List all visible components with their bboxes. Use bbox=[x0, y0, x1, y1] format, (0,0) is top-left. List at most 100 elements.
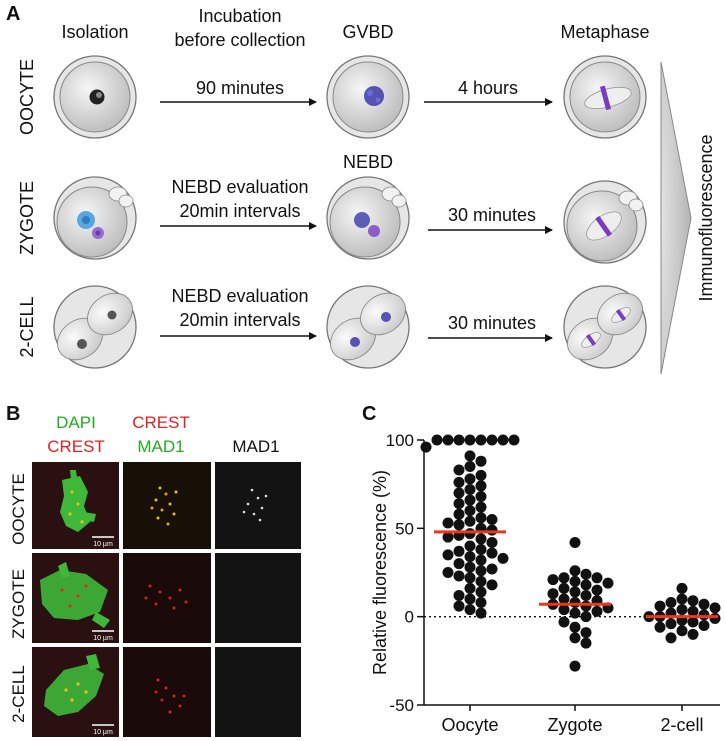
data-point-2-cell bbox=[687, 616, 699, 628]
data-point-oocyte bbox=[475, 480, 487, 492]
data-point-oocyte bbox=[453, 570, 465, 582]
data-point-2-cell bbox=[665, 618, 677, 630]
b-row-label-zygote: ZYGOTE bbox=[9, 569, 28, 639]
data-point-oocyte bbox=[475, 575, 487, 587]
data-point-oocyte bbox=[464, 494, 476, 506]
2cell-isolation-cell bbox=[53, 285, 137, 369]
oocyte-isolation-cell bbox=[53, 55, 137, 139]
header-metaphase: Metaphase bbox=[560, 22, 649, 42]
oocyte-kinetochores-crest-mad1 bbox=[150, 486, 178, 526]
data-point-2-cell bbox=[709, 612, 721, 624]
data-point-oocyte bbox=[464, 515, 476, 527]
row-label-zygote: ZYGOTE bbox=[17, 181, 37, 255]
data-point-zygote bbox=[591, 605, 603, 617]
data-point-zygote bbox=[569, 575, 581, 587]
scalebar-label-oocyte: 10 µm bbox=[93, 541, 113, 548]
data-point-oocyte bbox=[475, 597, 487, 609]
col1-header-line2: CREST bbox=[47, 437, 105, 456]
data-point-2-cell bbox=[698, 598, 710, 610]
data-point-oocyte bbox=[464, 604, 476, 616]
scalebar-label-2cell: 10 µm bbox=[93, 729, 113, 736]
data-point-oocyte bbox=[475, 533, 487, 545]
data-point-2-cell bbox=[654, 621, 666, 633]
data-point-oocyte bbox=[464, 528, 476, 540]
data-point-zygote bbox=[580, 589, 592, 601]
data-point-oocyte bbox=[475, 565, 487, 577]
data-point-zygote bbox=[580, 611, 592, 623]
zygote-kinetochores-crest-mad1 bbox=[144, 584, 188, 610]
data-point-zygote bbox=[580, 627, 592, 639]
data-point-oocyte bbox=[442, 531, 454, 543]
data-point-oocyte bbox=[464, 505, 476, 517]
y-tick-label: -50 bbox=[389, 696, 414, 715]
data-point-oocyte bbox=[486, 579, 498, 591]
data-point-zygote bbox=[602, 577, 614, 589]
panel-a: A Isolation Incubation before collection… bbox=[6, 3, 716, 375]
data-point-oocyte bbox=[475, 554, 487, 566]
data-point-oocyte bbox=[464, 561, 476, 573]
header-nebd: NEBD bbox=[343, 152, 393, 172]
data-point-oocyte bbox=[486, 547, 498, 559]
immunofluorescence-wedge bbox=[660, 61, 692, 375]
data-point-2-cell bbox=[698, 620, 710, 631]
oocyte-chromosomes-dapi bbox=[60, 470, 96, 532]
data-point-2-cell bbox=[709, 602, 721, 614]
data-point-zygote bbox=[591, 584, 603, 596]
data-point-oocyte bbox=[464, 582, 476, 594]
data-point-2-cell bbox=[687, 595, 699, 607]
y-tick-label: 0 bbox=[405, 608, 414, 627]
data-point-oocyte bbox=[497, 552, 509, 564]
data-point-oocyte bbox=[420, 441, 432, 453]
data-point-zygote bbox=[558, 582, 570, 594]
x-tick-label: Zygote bbox=[547, 715, 602, 735]
y-tick-label: 100 bbox=[386, 431, 414, 450]
zygote-nebd-cell bbox=[326, 176, 410, 260]
b-row-label-2cell: 2-CELL bbox=[9, 665, 28, 723]
data-point-oocyte bbox=[486, 536, 498, 548]
b-row-label-oocyte: OOCYTE bbox=[9, 473, 28, 545]
data-point-zygote bbox=[558, 572, 570, 584]
col1-header-line1: DAPI bbox=[56, 413, 96, 432]
2cell-chromosomes-dapi bbox=[44, 654, 104, 716]
y-tick-label: 50 bbox=[395, 519, 414, 538]
data-point-zygote bbox=[569, 621, 581, 633]
data-point-oocyte bbox=[475, 501, 487, 513]
data-point-oocyte bbox=[464, 461, 476, 472]
data-point-zygote bbox=[591, 572, 603, 584]
data-point-oocyte bbox=[442, 517, 454, 529]
img-oocyte-mad1 bbox=[215, 462, 301, 549]
panel-letter-a: A bbox=[6, 3, 20, 25]
data-point-2-cell bbox=[665, 632, 677, 644]
data-point-oocyte bbox=[486, 563, 498, 575]
panel-letter-c: C bbox=[362, 403, 376, 425]
data-point-oocyte bbox=[464, 434, 476, 446]
data-point-oocyte bbox=[475, 544, 487, 556]
data-point-zygote bbox=[558, 616, 570, 628]
data-point-2-cell bbox=[654, 600, 666, 612]
data-point-2-cell bbox=[676, 604, 688, 616]
data-point-oocyte bbox=[453, 545, 465, 557]
zygote-isolation-cell bbox=[53, 176, 137, 260]
data-point-zygote bbox=[547, 588, 559, 600]
data-point-oocyte bbox=[475, 469, 487, 481]
row-label-oocyte: OOCYTE bbox=[17, 59, 37, 135]
data-point-oocyte bbox=[497, 434, 509, 446]
data-point-oocyte bbox=[453, 464, 465, 476]
data-point-oocyte bbox=[453, 476, 465, 488]
data-point-zygote bbox=[558, 593, 570, 605]
data-point-oocyte bbox=[453, 498, 465, 510]
col2-header-line2: MAD1 bbox=[137, 437, 184, 456]
data-point-oocyte bbox=[464, 540, 476, 552]
zygote-metaphase-cell bbox=[563, 180, 647, 264]
data-point-zygote bbox=[580, 579, 592, 591]
data-point-oocyte bbox=[464, 593, 476, 605]
data-point-oocyte bbox=[475, 434, 487, 446]
panel-b: B DAPI CREST CREST MAD1 MAD1 OOCYTE ZYGO… bbox=[6, 403, 301, 737]
data-point-oocyte bbox=[475, 512, 487, 524]
data-point-zygote bbox=[569, 607, 581, 619]
data-point-oocyte bbox=[431, 434, 443, 446]
data-point-oocyte bbox=[464, 551, 476, 563]
